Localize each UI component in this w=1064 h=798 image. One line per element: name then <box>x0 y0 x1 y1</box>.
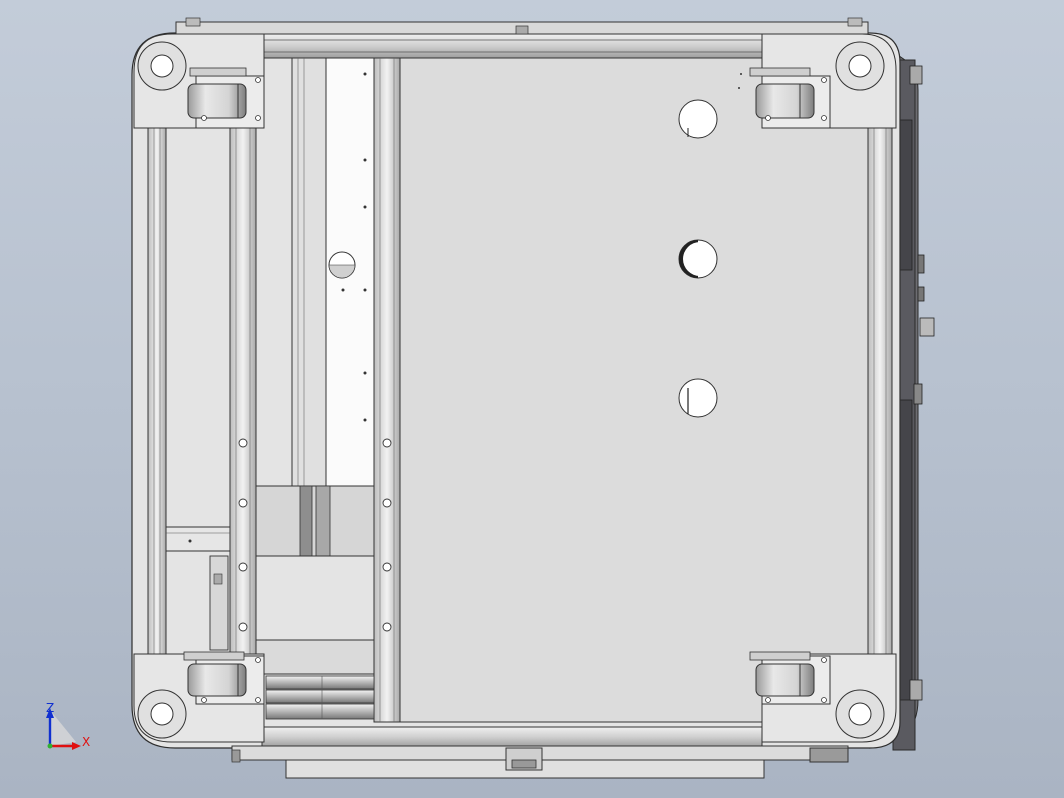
corner-top-left <box>133 33 265 129</box>
z-axis-arrow-icon <box>46 708 54 718</box>
corner-top-right <box>749 33 897 129</box>
caster-wheel-icon <box>187 663 247 697</box>
axis-triad: Z X <box>46 701 90 750</box>
corner-bottom-right <box>749 651 897 743</box>
x-axis-arrow-icon <box>72 742 81 750</box>
bolt-icon <box>150 702 174 726</box>
roller <box>265 703 375 720</box>
caster-wheel-icon <box>755 83 815 119</box>
left-frame-rails <box>147 127 257 655</box>
panel-hole-icon <box>678 378 718 418</box>
bottom-rail <box>231 726 849 779</box>
inner-column <box>255 57 401 723</box>
caster-wheel-icon <box>755 663 815 697</box>
bolt-icon <box>150 54 174 78</box>
knob-icon <box>919 317 935 337</box>
panel-hole-icon <box>678 99 718 139</box>
bolt-icon <box>848 54 872 78</box>
triad-plane <box>50 710 76 746</box>
y-axis-dot-icon <box>47 743 53 749</box>
roller <box>265 689 375 704</box>
main-panel <box>399 57 893 723</box>
top-rail <box>175 17 869 59</box>
caster-wheel-icon <box>187 83 247 119</box>
x-axis-label: X <box>82 735 90 749</box>
corner-bottom-left <box>133 651 265 743</box>
z-axis-label: Z <box>46 701 54 715</box>
roller <box>265 675 375 690</box>
bolt-icon <box>848 702 872 726</box>
